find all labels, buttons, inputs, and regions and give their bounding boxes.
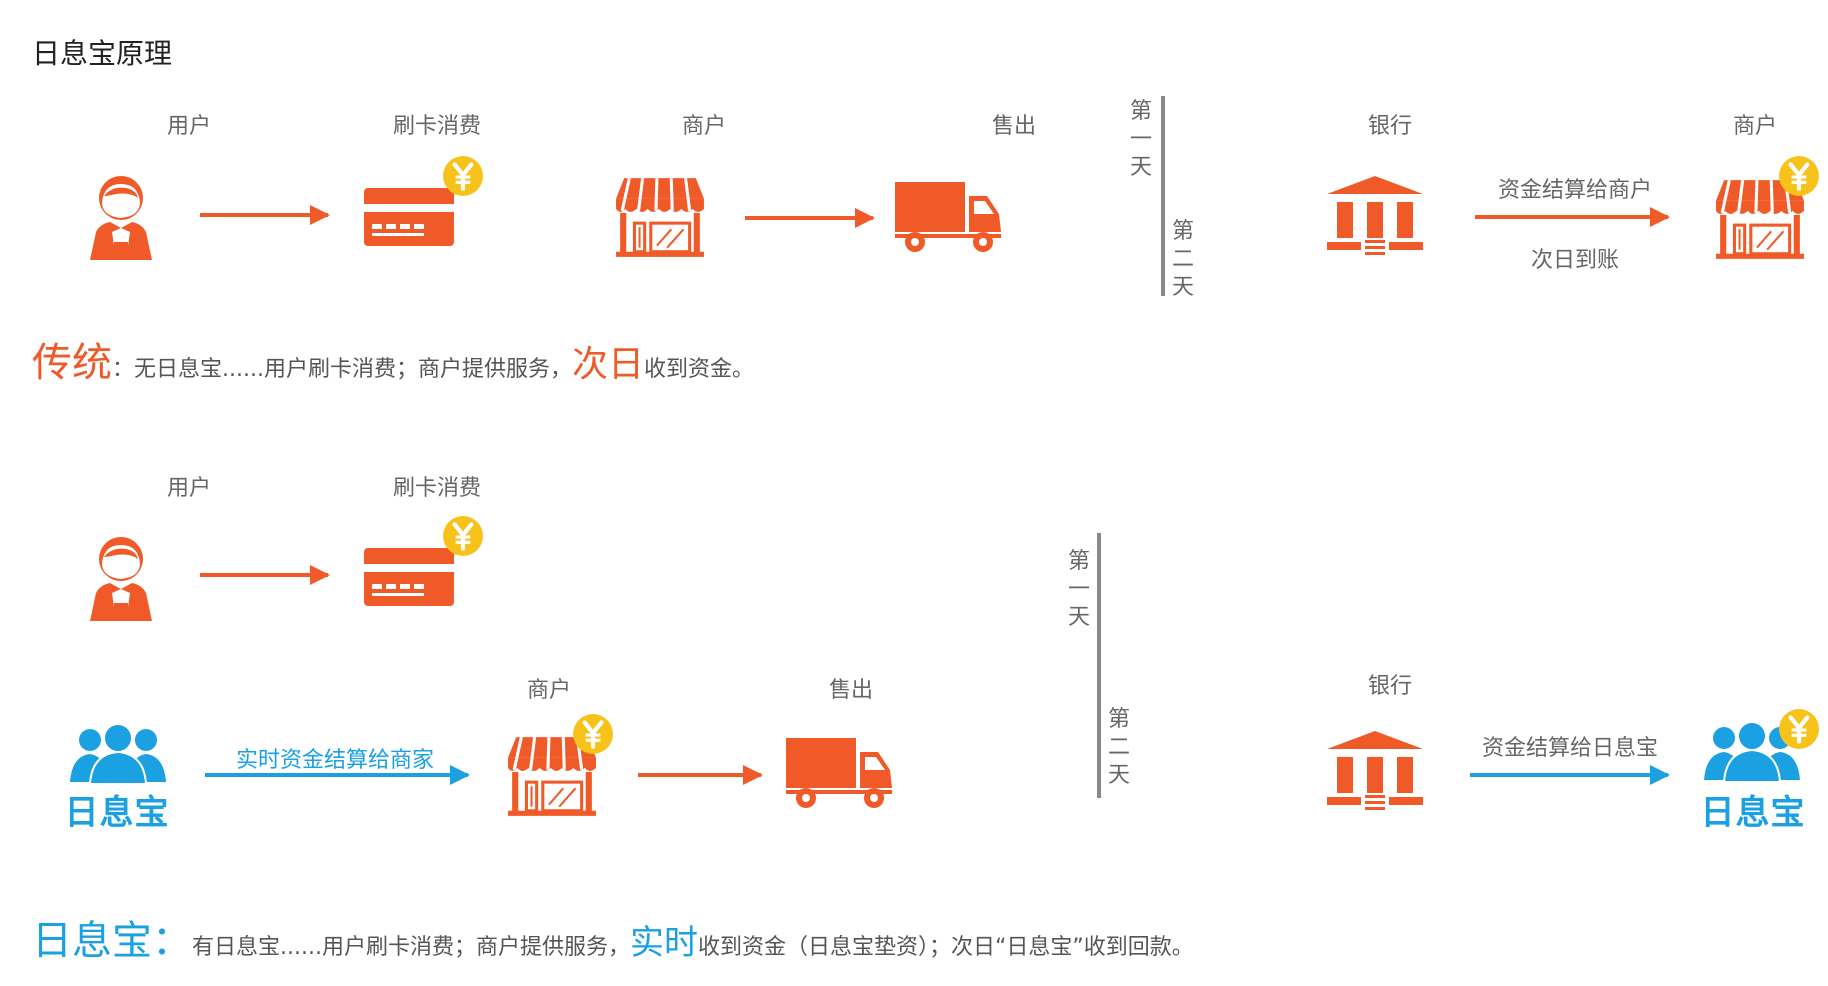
user-icon <box>86 533 156 623</box>
next-day-label: 次日到账 <box>1530 248 1619 273</box>
bank-icon <box>1325 730 1425 812</box>
day-two-label: 第二天 <box>1107 707 1130 788</box>
arrow-user-to-card <box>200 565 330 585</box>
yuan-coin-icon <box>1778 155 1820 197</box>
truck-icon <box>786 738 896 808</box>
label-bank: 银行 <box>1367 114 1412 139</box>
day-one-label: 第一天 <box>1067 549 1090 630</box>
realtime-settle-label: 实时资金结算给商家 <box>235 748 434 773</box>
arrow-shop-to-truck <box>745 208 875 228</box>
label-sold: 售出 <box>828 678 873 703</box>
bank-icon <box>1325 175 1425 257</box>
traditional-caption: 传统：无日息宝......用户刷卡消费；商户提供服务，次日收到资金。 <box>32 340 754 386</box>
label-sold: 售出 <box>991 114 1036 139</box>
page-title: 日息宝原理 <box>32 37 173 70</box>
rixibao-caption: 日息宝：有日息宝......用户刷卡消费；商户提供服务，实时收到资金（日息宝垫资… <box>32 918 1194 964</box>
label-user: 用户 <box>166 476 211 501</box>
yuan-coin-icon <box>442 155 484 197</box>
user-icon <box>86 172 156 262</box>
settle-to-merchant-label: 资金结算给商户 <box>1497 178 1652 203</box>
day-divider <box>1097 533 1101 798</box>
yuan-coin-icon <box>1778 708 1820 750</box>
arrow-bank-to-rixibao <box>1470 765 1670 785</box>
settle-to-rixibao-label: 资金结算给日息宝 <box>1481 736 1658 761</box>
day-two-label: 第二天 <box>1171 219 1194 300</box>
label-merchant-2: 商户 <box>1732 114 1777 139</box>
arrow-user-to-card <box>200 205 330 225</box>
label-merchant: 商户 <box>681 114 726 139</box>
rixibao-logo-text: 日息宝 <box>1700 793 1806 833</box>
label-swipe: 刷卡消费 <box>392 476 481 501</box>
day-one-label: 第一天 <box>1129 99 1152 180</box>
label-bank: 银行 <box>1367 674 1412 699</box>
arrow-rixibao-to-merchant <box>205 765 470 785</box>
label-user: 用户 <box>166 114 211 139</box>
yuan-coin-icon <box>442 515 484 557</box>
arrow-bank-to-merchant <box>1475 207 1670 227</box>
people-group-icon <box>66 724 170 784</box>
truck-icon <box>895 182 1005 252</box>
rixibao-logo-text: 日息宝 <box>64 793 170 833</box>
yuan-coin-icon <box>572 713 614 755</box>
shop-icon <box>614 176 706 258</box>
arrow-shop-to-truck <box>638 765 763 785</box>
label-merchant: 商户 <box>526 678 571 703</box>
label-swipe: 刷卡消费 <box>392 114 481 139</box>
day-divider <box>1161 96 1165 296</box>
